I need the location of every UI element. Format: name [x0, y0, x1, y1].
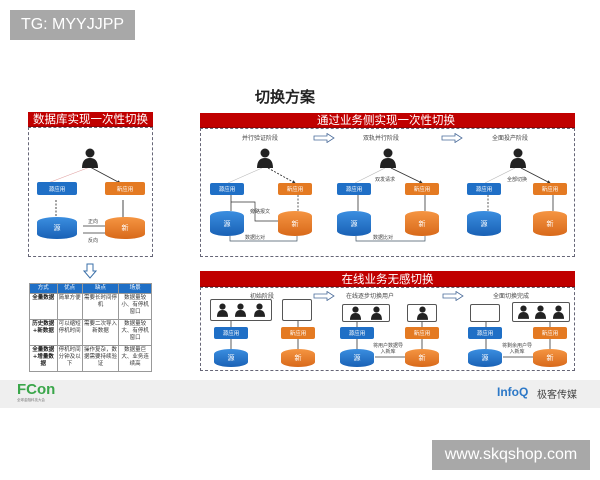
- source-app-box: 源应用: [340, 327, 374, 339]
- source-db-icon: 源: [37, 217, 77, 239]
- source-db-icon: 源: [467, 211, 501, 236]
- source-db-icon: 源: [468, 349, 502, 367]
- new-db-icon: 新: [405, 211, 439, 236]
- table-header: 优点: [56, 283, 83, 294]
- user-icon: [254, 303, 266, 317]
- new-app-box: 新应用: [533, 327, 567, 339]
- new-app-box: 新应用: [533, 183, 567, 195]
- user-icon: [552, 305, 564, 319]
- user-icon: [235, 303, 247, 317]
- business-panel: [200, 128, 575, 257]
- new-users-box: [282, 299, 312, 321]
- forward-label: 正向: [88, 219, 99, 225]
- table-row: 历史数据+新数据 可以缩短停机时间 需要二次导入新数据 数据量较大、有停机窗口: [29, 318, 152, 346]
- right-arrow-icon: [313, 291, 335, 301]
- new-app-box: 新应用: [105, 182, 145, 195]
- phase-title: 初始阶段: [250, 293, 275, 300]
- online-connectors: [200, 287, 575, 371]
- reverse-label: 反向: [88, 238, 99, 244]
- new-db-icon: 新: [405, 349, 439, 367]
- source-db-icon: 源: [210, 211, 244, 236]
- infoq-logo: InfoQ: [497, 385, 529, 399]
- watermark-top: TG: MYYJJPP: [10, 10, 135, 40]
- source-app-box: 源应用: [214, 327, 248, 339]
- full-switch-label: 全部切换: [507, 177, 528, 183]
- new-app-box: 新应用: [278, 183, 312, 195]
- online-panel-header: 在线业务无感切换: [200, 271, 575, 287]
- fcon-logo: FCon: [17, 381, 56, 398]
- user-icon: [82, 148, 98, 168]
- source-db-icon: 源: [340, 349, 374, 367]
- phase-title: 在线逐步切换用户: [346, 293, 395, 300]
- source-users-box: [342, 304, 390, 322]
- watermark-bottom: www.skqshop.com: [432, 440, 590, 470]
- user-icon: [257, 148, 273, 168]
- user-icon: [416, 306, 428, 320]
- new-db-icon: 新: [533, 211, 567, 236]
- new-users-box: [512, 302, 570, 322]
- migrate-label: 将用户数据导入新库: [372, 343, 403, 355]
- bypass-label: 旁路报文: [250, 209, 271, 215]
- comparison-table: 方式 优点 缺点 场景 全量数据 简单方便 需要长时间停机 数据量较小、有停机窗…: [29, 283, 152, 372]
- down-arrow-icon: [83, 263, 97, 279]
- left-panel-header: 数据库实现一次性切换: [28, 112, 153, 127]
- left-panel: [28, 127, 153, 257]
- table-header: 缺点: [81, 283, 120, 294]
- source-app-box: 源应用: [37, 182, 77, 195]
- new-db-icon: 新: [105, 217, 145, 239]
- new-db-icon: 新: [278, 211, 312, 236]
- table-row: 全量数据+增量数据 停机时间分钟及以下 操作复杂，数据需要持续验证 数据量巨大、…: [29, 344, 152, 372]
- business-connectors: [200, 128, 575, 257]
- user-icon: [380, 148, 396, 168]
- table-header: 方式: [29, 283, 58, 294]
- source-app-box: 源应用: [467, 183, 501, 195]
- new-users-box: [407, 304, 437, 322]
- business-panel-header: 通过业务侧实现一次性切换: [200, 113, 575, 128]
- phase-title: 全面投产阶段: [492, 135, 529, 142]
- slide-title: 切换方案: [255, 88, 316, 106]
- user-icon: [350, 306, 361, 320]
- source-app-box: 源应用: [468, 327, 502, 339]
- new-db-icon: 新: [533, 349, 567, 367]
- phase-title: 双轨并行阶段: [363, 135, 400, 142]
- right-arrow-icon: [442, 291, 464, 301]
- phase-title: 并行验证阶段: [242, 135, 279, 142]
- online-panel: [200, 287, 575, 371]
- new-app-box: 新应用: [281, 327, 315, 339]
- user-icon: [535, 305, 547, 319]
- fcon-subtitle: 全球金融科技大会: [17, 398, 45, 402]
- user-icon: [510, 148, 526, 168]
- source-db-icon: 源: [214, 349, 248, 367]
- compare-label: 数据比对: [373, 235, 394, 241]
- footer-bar: [0, 380, 600, 408]
- new-app-box: 新应用: [405, 183, 439, 195]
- dual-request-label: 双发请求: [375, 177, 396, 183]
- user-icon: [216, 303, 228, 317]
- source-app-box: 源应用: [210, 183, 244, 195]
- new-db-icon: 新: [281, 349, 315, 367]
- right-arrow-icon: [313, 133, 335, 143]
- phase-title: 全面切换完成: [493, 293, 530, 300]
- infoq-text: 极客传媒: [537, 390, 577, 401]
- source-users-box: [210, 299, 272, 321]
- user-icon: [371, 306, 382, 320]
- compare-label: 数据比对: [245, 235, 266, 241]
- table-row: 全量数据 简单方便 需要长时间停机 数据量较小、有停机窗口: [29, 292, 152, 320]
- source-app-box: 源应用: [337, 183, 371, 195]
- source-users-box: [470, 304, 500, 322]
- source-db-icon: 源: [337, 211, 371, 236]
- migrate-label: 将剩余用户导入新库: [501, 343, 532, 355]
- right-arrow-icon: [441, 133, 463, 143]
- table-header: 场景: [118, 283, 152, 294]
- new-app-box: 新应用: [405, 327, 439, 339]
- user-icon: [518, 305, 530, 319]
